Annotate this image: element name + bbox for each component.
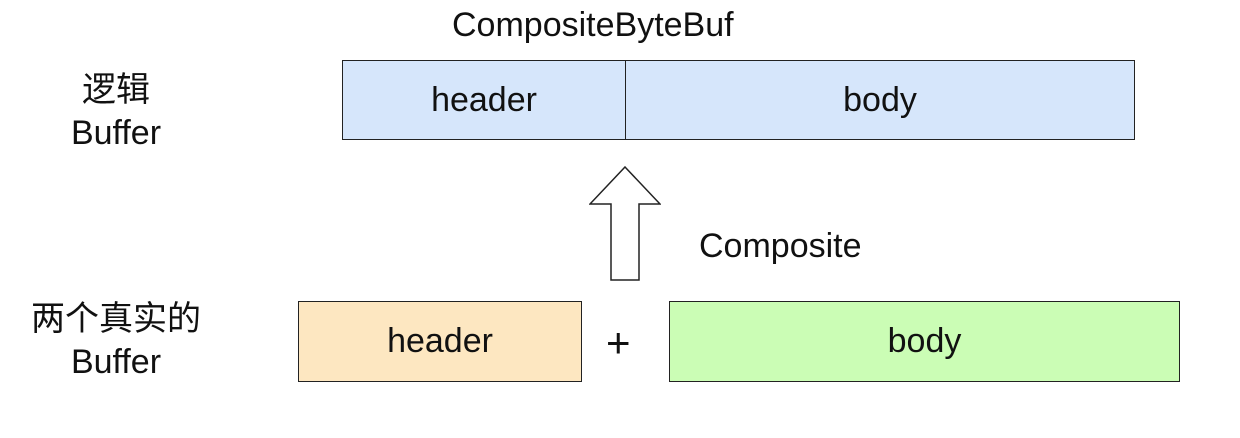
real-header-buffer-box: header	[298, 301, 582, 382]
composite-buffer-title: CompositeByteBuf	[452, 6, 734, 44]
composite-up-arrow-icon	[589, 166, 661, 281]
logical-buffer-label-line2: Buffer	[70, 113, 162, 152]
real-buffers-label-line2: Buffer	[70, 342, 162, 381]
composite-byte-buffer-box: header body	[342, 60, 1135, 140]
logical-buffer-label-line1: 逻辑	[82, 71, 150, 109]
real-buffers-label: 两个真实的 Buffer	[16, 298, 216, 383]
plus-sign: +	[606, 319, 631, 366]
real-body-buffer-box: body	[669, 301, 1180, 382]
real-buffers-label-line1: 两个真实的	[31, 300, 201, 338]
composite-body-segment: body	[843, 80, 917, 119]
logical-buffer-label: 逻辑 Buffer	[16, 69, 216, 154]
composite-operation-label: Composite	[699, 227, 862, 265]
composite-header-segment: header	[343, 61, 626, 139]
